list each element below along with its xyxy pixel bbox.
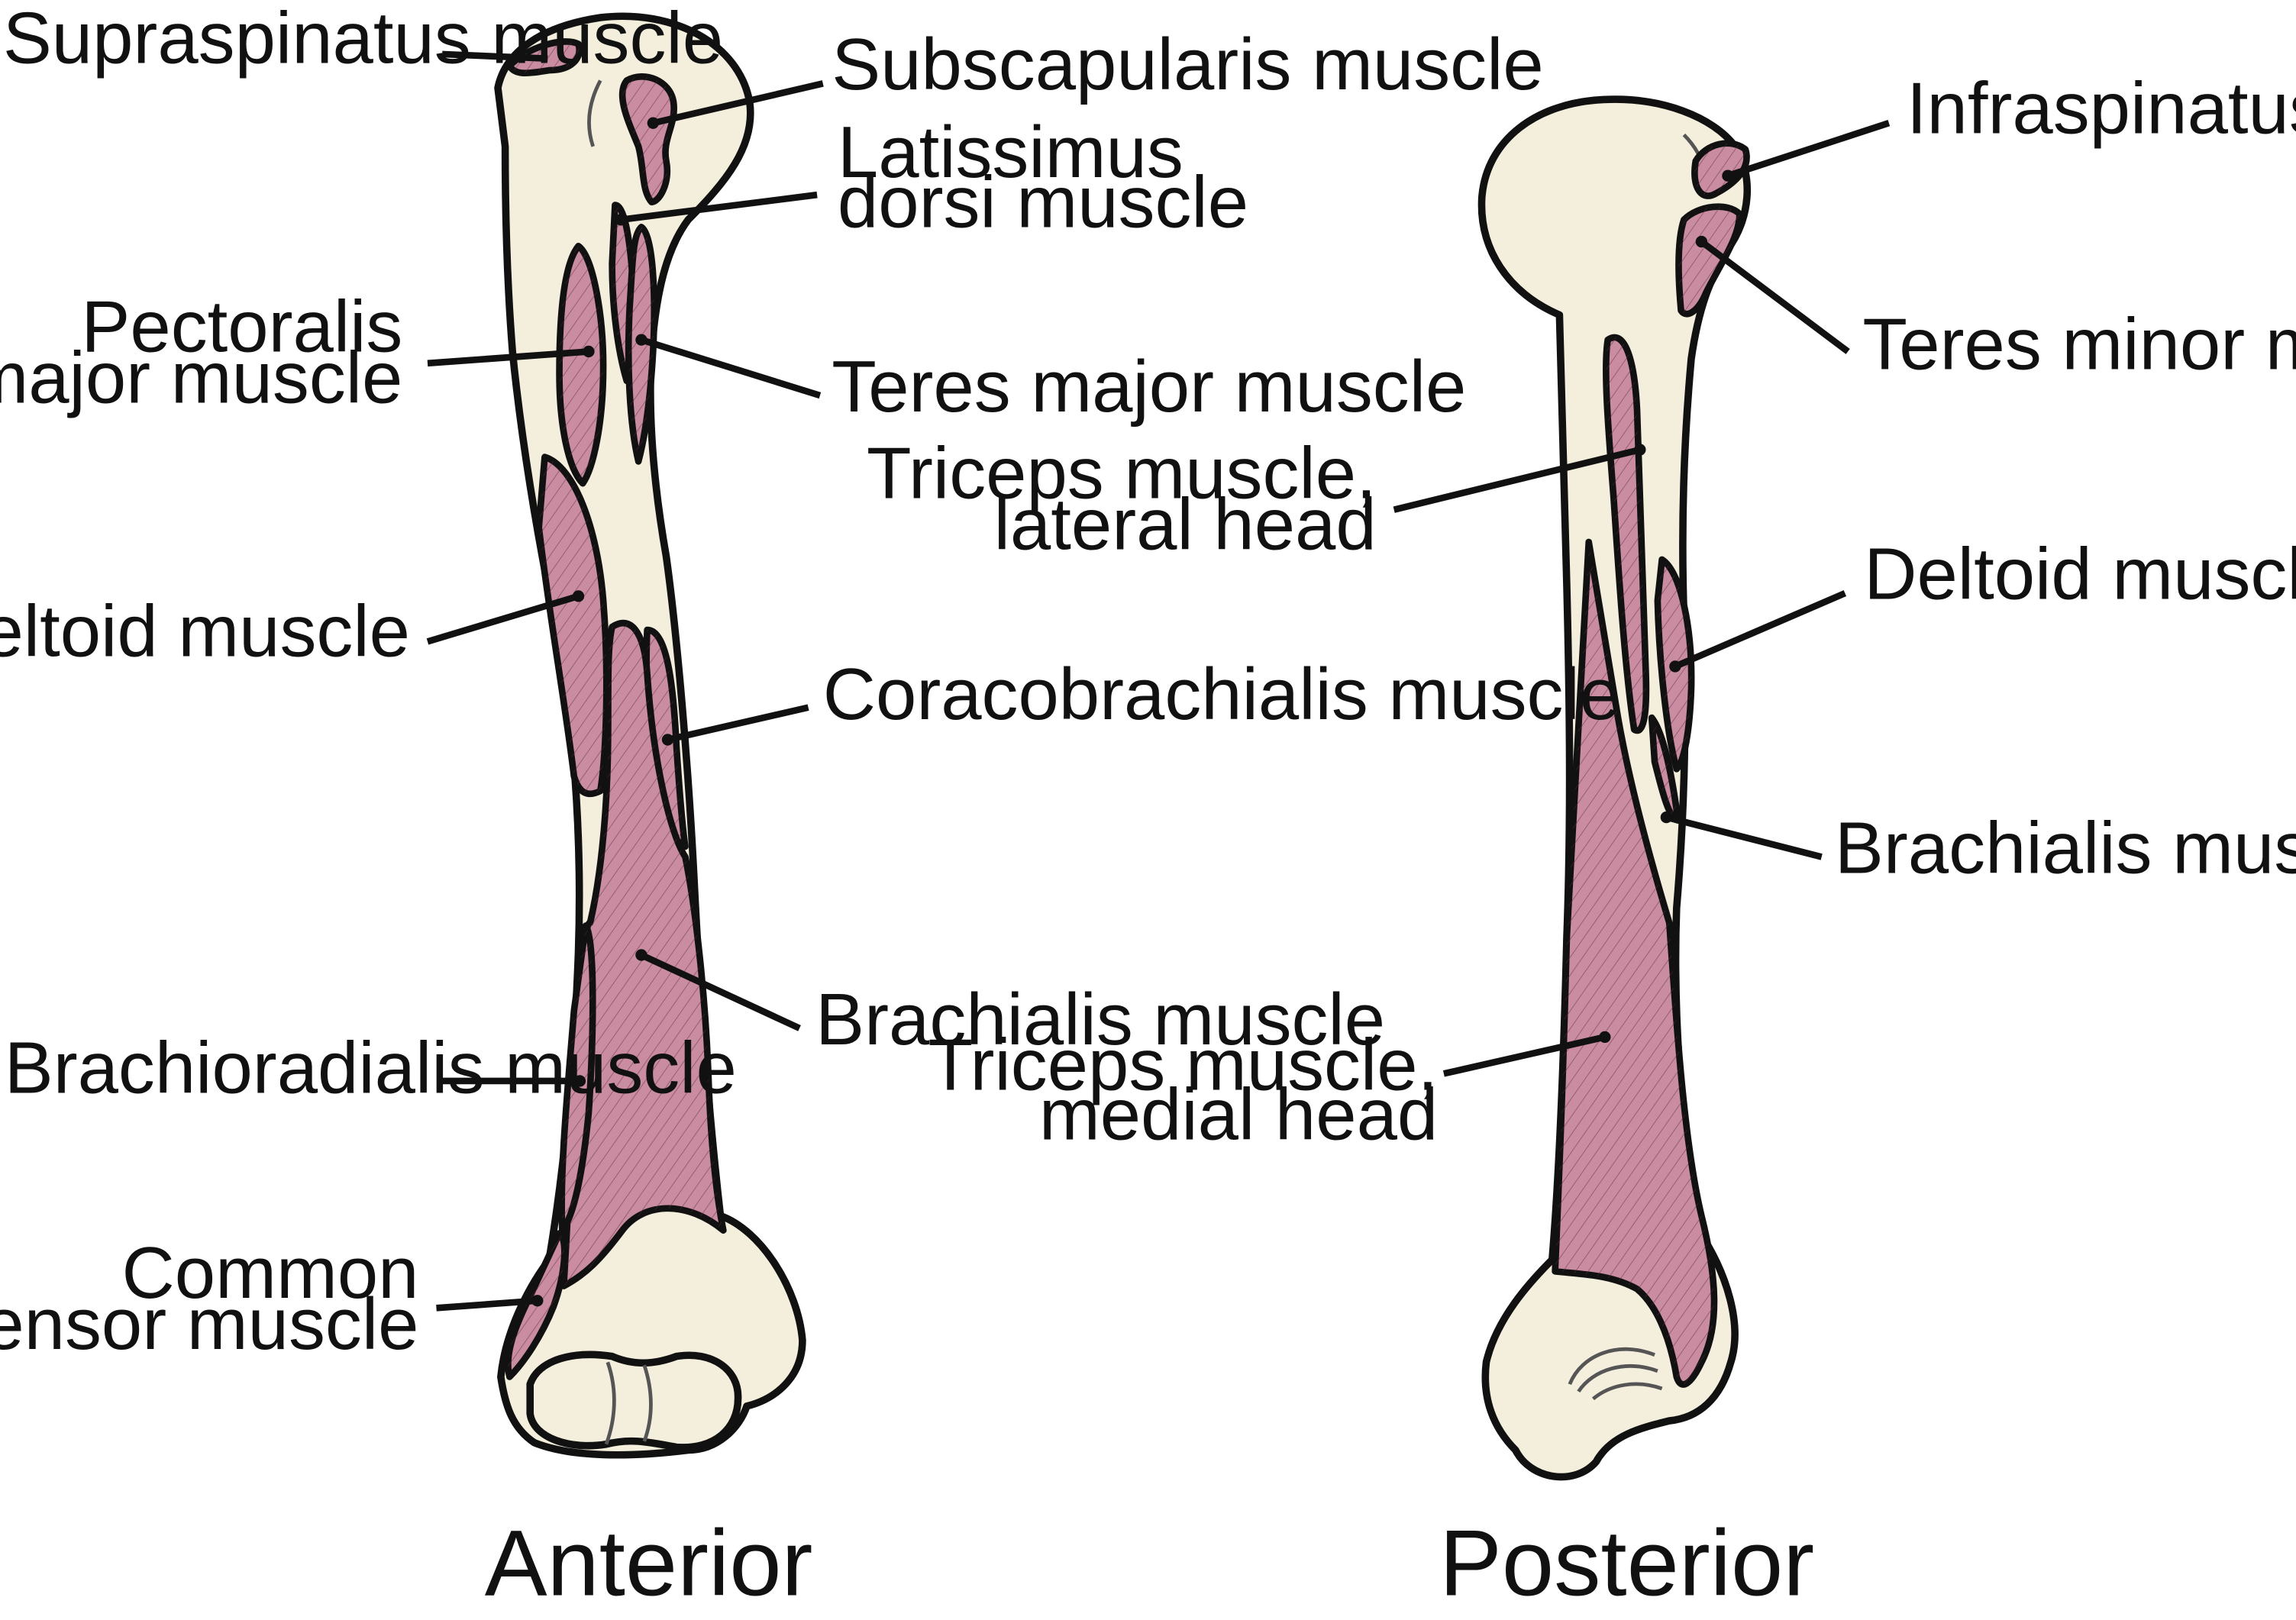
label-teres-major: Teres major muscle: [832, 346, 1466, 428]
label-latissimus-line1: Latissimus: [838, 111, 1184, 193]
label-supraspinatus: Supraspinatus muscle: [3, 0, 723, 79]
label-pectoralis-line2: major muscle: [0, 337, 402, 419]
pectoralis-major-attachment: [556, 243, 607, 487]
posterior-humerus: [1477, 95, 1751, 1481]
posterior-labels: Infraspinatus muscle Teres minor muscle …: [867, 68, 2296, 1156]
label-triceps-lateral-line1: Triceps muscle,: [867, 432, 1377, 514]
label-triceps-lateral-line2: lateral head: [994, 483, 1377, 565]
label-pectoralis-line1: Pectoralis: [81, 286, 402, 367]
view-title-anterior: Anterior: [485, 1511, 813, 1615]
view-title-posterior: Posterior: [1439, 1511, 1814, 1615]
label-teres-minor: Teres minor muscle: [1862, 303, 2296, 385]
anterior-leaders: [426, 50, 824, 1312]
label-deltoid-posterior: Deltoid muscle: [1864, 534, 2296, 615]
anterior-labels: Supraspinatus muscle Subscapularis muscl…: [0, 0, 1620, 1365]
posterior-leaders: [1393, 120, 1891, 1077]
label-latissimus-line2: dorsi muscle: [838, 161, 1248, 243]
label-subscapularis: Subscapularis muscle: [832, 24, 1543, 105]
label-coracobrachialis: Coracobrachialis muscle: [823, 653, 1620, 735]
label-brachialis-posterior: Brachialis muscle: [1835, 807, 2296, 889]
anterior-humerus: [494, 12, 806, 1459]
label-common-extensor-line1: Common: [122, 1232, 419, 1314]
label-common-extensor-line2: extensor muscle: [0, 1283, 418, 1365]
label-deltoid-anterior: Deltoid muscle: [0, 591, 410, 673]
label-brachialis-anterior: Brachialis muscle: [815, 979, 1385, 1060]
anterior-trochlea: [526, 1351, 742, 1451]
label-brachioradialis: Brachioradialis muscle: [5, 1027, 737, 1109]
label-triceps-medial-line1: Triceps muscle,: [928, 1024, 1439, 1105]
label-triceps-medial-line2: medial head: [1039, 1074, 1438, 1156]
label-infraspinatus: Infraspinatus muscle: [1907, 68, 2296, 150]
